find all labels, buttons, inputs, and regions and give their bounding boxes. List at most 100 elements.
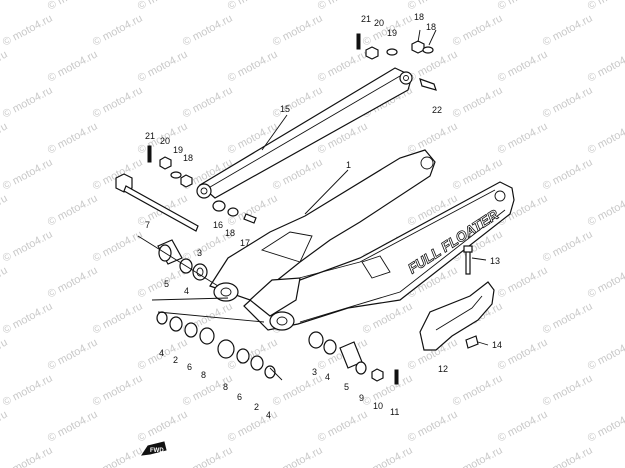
- label-7: 7: [145, 220, 150, 230]
- watermark-text: © moto4.ru: [0, 192, 10, 228]
- watermark-text: © moto4.ru: [46, 264, 100, 300]
- watermark-text: © moto4.ru: [586, 336, 625, 372]
- label-8-bc: 8: [223, 382, 228, 392]
- label-18-top-b: 18: [426, 22, 436, 32]
- watermark-text: © moto4.ru: [1, 372, 55, 408]
- watermark-text: © moto4.ru: [0, 48, 10, 84]
- watermark-text: © moto4.ru: [0, 336, 10, 372]
- watermark-text: © moto4.ru: [541, 372, 595, 408]
- watermark-text: © moto4.ru: [541, 84, 595, 120]
- watermark-text: © moto4.ru: [586, 192, 625, 228]
- watermark-text: © moto4.ru: [46, 336, 100, 372]
- part-7-pivot-bolt: [115, 173, 199, 232]
- watermark-text: © moto4.ru: [91, 300, 145, 336]
- label-3-br: 3: [312, 367, 317, 377]
- label-6-bl: 6: [187, 362, 192, 372]
- label-11: 11: [390, 407, 399, 417]
- label-9: 9: [359, 393, 364, 403]
- watermark-text: © moto4.ru: [91, 84, 145, 120]
- label-5-br: 5: [344, 382, 349, 392]
- label-18-left: 18: [183, 153, 193, 163]
- watermark-text: © moto4.ru: [46, 120, 100, 156]
- watermark-text: © moto4.ru: [361, 372, 415, 408]
- watermark-text: © moto4.ru: [316, 408, 370, 444]
- label-19-left: 19: [173, 145, 183, 155]
- watermark-text: © moto4.ru: [361, 300, 415, 336]
- label-1: 1: [346, 160, 351, 170]
- label-8-bl: 8: [201, 370, 206, 380]
- label-20-top: 20: [374, 18, 384, 28]
- watermark-text: © moto4.ru: [181, 84, 235, 120]
- leader-lines: [137, 29, 489, 381]
- watermark-text: © moto4.ru: [91, 12, 145, 48]
- label-10: 10: [373, 401, 383, 411]
- label-2-bc: 2: [254, 402, 259, 412]
- lower-right-stack: [308, 331, 399, 385]
- watermark-text: © moto4.ru: [136, 48, 190, 84]
- label-6-bc: 6: [237, 392, 242, 402]
- part-13-bolt: [463, 245, 473, 275]
- label-21-top: 21: [361, 14, 371, 24]
- watermark-text: © moto4.ru: [541, 300, 595, 336]
- label-4-bc: 4: [266, 410, 271, 420]
- watermark-text: © moto4.ru: [91, 228, 145, 264]
- watermark-text: © moto4.ru: [406, 48, 460, 84]
- label-4-left: 4: [184, 286, 189, 296]
- watermark-text: © moto4.ru: [451, 372, 505, 408]
- part-1-swingarm: FULL FLOATER: [209, 149, 515, 331]
- watermark-text: © moto4.ru: [451, 12, 505, 48]
- watermark-text: © moto4.ru: [496, 264, 550, 300]
- watermark-text: © moto4.ru: [271, 12, 325, 48]
- watermark-text: © moto4.ru: [91, 444, 145, 468]
- watermark-text: © moto4.ru: [406, 0, 460, 13]
- watermark-text: © moto4.ru: [91, 372, 145, 408]
- watermark-text: © moto4.ru: [451, 444, 505, 468]
- part-12-chain-guide: [419, 281, 495, 351]
- label-18-mid: 18: [225, 228, 235, 238]
- watermark-text: © moto4.ru: [586, 120, 625, 156]
- label-22: 22: [432, 105, 442, 115]
- watermark-text: © moto4.ru: [496, 408, 550, 444]
- watermark-text: © moto4.ru: [271, 444, 325, 468]
- watermark-text: © moto4.ru: [1, 84, 55, 120]
- watermark-text: © moto4.ru: [1, 228, 55, 264]
- watermark-text: © moto4.ru: [46, 0, 100, 13]
- label-5-left: 5: [164, 279, 169, 289]
- watermark-text: © moto4.ru: [136, 408, 190, 444]
- forward-arrow-icon: FWD: [140, 441, 167, 456]
- watermark-text: © moto4.ru: [406, 408, 460, 444]
- label-19-top: 19: [387, 28, 397, 38]
- watermark-text: © moto4.ru: [361, 444, 415, 468]
- watermark-text: © moto4.ru: [496, 120, 550, 156]
- watermark-text: © moto4.ru: [541, 444, 595, 468]
- watermark-text: © moto4.ru: [496, 0, 550, 13]
- watermark-text: © moto4.ru: [496, 48, 550, 84]
- watermark-text: © moto4.ru: [496, 336, 550, 372]
- watermark-text: © moto4.ru: [0, 120, 10, 156]
- watermark-text: © moto4.ru: [181, 12, 235, 48]
- left-hardware: [147, 145, 193, 188]
- watermark-text: © moto4.ru: [136, 0, 190, 13]
- label-15: 15: [280, 104, 290, 114]
- watermark-text: © moto4.ru: [586, 0, 625, 13]
- watermark-text: © moto4.ru: [226, 48, 280, 84]
- watermark-text: © moto4.ru: [0, 264, 10, 300]
- watermark-text: © moto4.ru: [226, 0, 280, 13]
- watermark-text: © moto4.ru: [46, 48, 100, 84]
- label-2-bl: 2: [173, 355, 178, 365]
- part-15-rod: [196, 67, 413, 199]
- part-labels: 1 15 21 20 19 18 18 22 21 20 19 18 7 16 …: [145, 12, 502, 420]
- watermark-text: © moto4.ru: [271, 372, 325, 408]
- watermark-text: © moto4.ru: [1, 300, 55, 336]
- label-14: 14: [492, 340, 502, 350]
- watermark-text: © moto4.ru: [586, 264, 625, 300]
- label-17: 17: [240, 238, 250, 248]
- watermark-text: © moto4.ru: [1, 156, 55, 192]
- label-4-br: 4: [325, 372, 330, 382]
- watermark-text: © moto4.ru: [541, 228, 595, 264]
- lower-center-stack: [217, 339, 276, 379]
- watermark-text: © moto4.ru: [0, 0, 10, 13]
- watermark-text: © moto4.ru: [226, 408, 280, 444]
